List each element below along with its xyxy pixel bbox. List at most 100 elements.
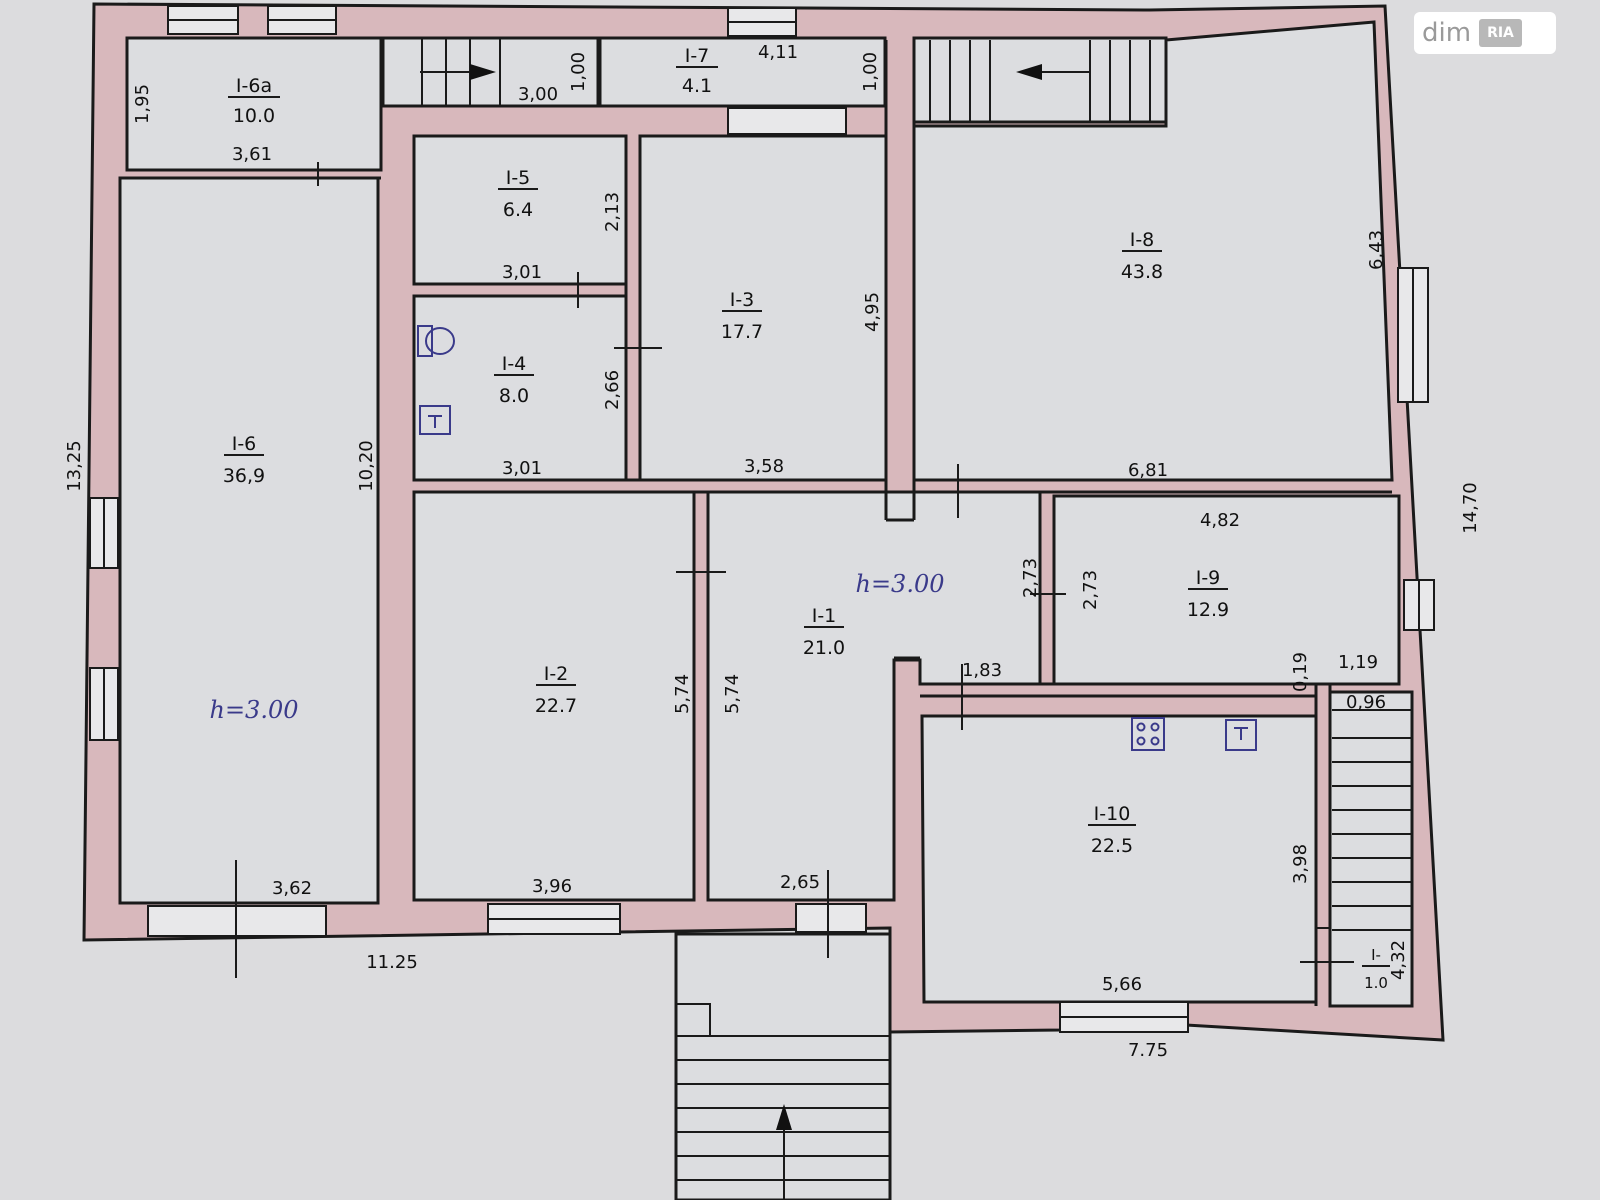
dim-1-95: 1,95 [132, 84, 153, 124]
watermark-brand: dim [1422, 18, 1472, 48]
stair-top-left [420, 38, 501, 106]
room-area: 17.7 [721, 321, 763, 343]
dim-2-13: 2,13 [602, 192, 623, 232]
room-code: I-3 [730, 289, 755, 311]
room-code: I-1 [812, 605, 837, 627]
room-area: 36,9 [223, 465, 265, 487]
sink-icon [1225, 719, 1257, 751]
dim-4-11: 4,11 [758, 42, 798, 63]
room-code: I- [1371, 946, 1381, 964]
dim-1-00-a: 1,00 [568, 52, 589, 92]
room-1-5-label: I-5 6.4 [498, 167, 538, 221]
room-code: I-6a [236, 75, 272, 97]
room-1-10-label: I-10 22.5 [1088, 803, 1136, 857]
room-area: 22.7 [535, 695, 577, 717]
watermark-logo: dim RIA [1414, 12, 1556, 54]
room-1-2-label: I-2 22.7 [535, 663, 577, 717]
dim-0-19: 0,19 [1290, 652, 1311, 692]
room-code: I-5 [506, 167, 531, 189]
stair-right [1332, 709, 1412, 931]
room-code: I-8 [1130, 229, 1155, 251]
watermark-badge: RIA [1479, 19, 1522, 47]
room-1-4-label: I-4 8.0 [494, 353, 534, 407]
room-1-6-floor [118, 176, 380, 905]
dim-5-74-b: 5,74 [722, 674, 743, 714]
room-1-2-floor [412, 490, 696, 902]
room-labels: I-6a 10.0 I-7 4.1 I-5 6.4 I-4 8.0 I-3 17… [223, 45, 1390, 992]
dim-3-61: 3,61 [232, 144, 272, 165]
dim-4-82: 4,82 [1200, 510, 1240, 531]
dim-3-98: 3,98 [1290, 844, 1311, 884]
room-1-small-label: I- 1.0 [1362, 946, 1390, 992]
room-1-4-floor [412, 294, 628, 482]
room-code: I-2 [544, 663, 569, 685]
dim-10-20: 10,20 [356, 440, 377, 492]
stove-icon [1131, 717, 1165, 751]
room-area: 1.0 [1364, 974, 1388, 992]
room-area: 4.1 [682, 75, 712, 97]
interior-wall-lines [127, 40, 1400, 1006]
door-marks [235, 162, 1354, 978]
dim-6-43: 6,43 [1366, 230, 1387, 270]
dim-3-01-b: 3,01 [502, 458, 542, 479]
dim-3-01-a: 3,01 [502, 262, 542, 283]
room-area: 21.0 [803, 637, 845, 659]
room-1-3-label: I-3 17.7 [721, 289, 763, 343]
dim-5-66: 5,66 [1102, 974, 1142, 995]
dim-0-96: 0,96 [1346, 692, 1386, 713]
dim-2-73-b: 2,73 [1080, 570, 1101, 610]
boiler-icon [419, 405, 451, 435]
room-area: 22.5 [1091, 835, 1133, 857]
dim-3-96: 3,96 [532, 876, 572, 897]
dim-3-62: 3,62 [272, 878, 312, 899]
dim-11-25: 11.25 [366, 952, 418, 973]
stair-top-right [929, 40, 1151, 122]
stair-top-right-floor [912, 36, 1168, 124]
room-code: I-6 [232, 433, 257, 455]
dim-3-58: 3,58 [744, 456, 784, 477]
room-1-7-floor [598, 36, 887, 108]
room-code: I-9 [1196, 567, 1221, 589]
dim-2-65: 2,65 [780, 872, 820, 893]
ceiling-height-room-1-1: h=3.00 [855, 570, 944, 598]
room-area: 43.8 [1121, 261, 1163, 283]
room-1-10-floor [920, 714, 1318, 1004]
room-code: I-4 [502, 353, 527, 375]
room-area: 12.9 [1187, 599, 1229, 621]
dim-3-00: 3,00 [518, 84, 558, 105]
room-1-6-label: I-6 36,9 [223, 433, 265, 487]
stairs [420, 38, 1412, 1200]
room-1-7-label: I-7 4.1 [676, 45, 718, 97]
dim-5-74-a: 5,74 [672, 674, 693, 714]
room-area: 6.4 [503, 199, 533, 221]
dim-6-81: 6,81 [1128, 460, 1168, 481]
room-1-3-floor [638, 134, 888, 482]
dim-4-95: 4,95 [862, 292, 883, 332]
room-code: I-10 [1094, 803, 1131, 825]
dimension-labels: 3,00 1,00 4,11 1,00 1,95 3,61 2,13 3,01 … [64, 42, 1481, 1061]
dim-1-00-b: 1,00 [860, 52, 881, 92]
dim-4-32: 4,32 [1388, 940, 1409, 980]
dim-13-25: 13,25 [64, 440, 85, 492]
room-1-1-label: I-1 21.0 [803, 605, 845, 659]
room-1-5-floor [412, 134, 628, 286]
dim-1-19: 1,19 [1338, 652, 1378, 673]
stair-right-floor [1328, 690, 1414, 1008]
room-area: 10.0 [233, 105, 275, 127]
room-code: I-7 [685, 45, 710, 67]
dim-1-83: 1,83 [962, 660, 1002, 681]
dim-7-75: 7.75 [1128, 1040, 1168, 1061]
stair-entrance [675, 1003, 890, 1200]
dim-14-70: 14,70 [1460, 482, 1481, 534]
room-area: 8.0 [499, 385, 529, 407]
ceiling-height-room-1-6: h=3.00 [209, 696, 298, 724]
room-1-8-label: I-8 43.8 [1121, 229, 1163, 283]
toilet-icon [417, 325, 455, 357]
dim-2-73-a: 2,73 [1020, 558, 1041, 598]
room-1-6a-label: I-6a 10.0 [228, 75, 280, 127]
room-1-9-label: I-9 12.9 [1187, 567, 1229, 621]
room-1-6a-floor [125, 36, 383, 172]
dim-2-66: 2,66 [602, 370, 623, 410]
